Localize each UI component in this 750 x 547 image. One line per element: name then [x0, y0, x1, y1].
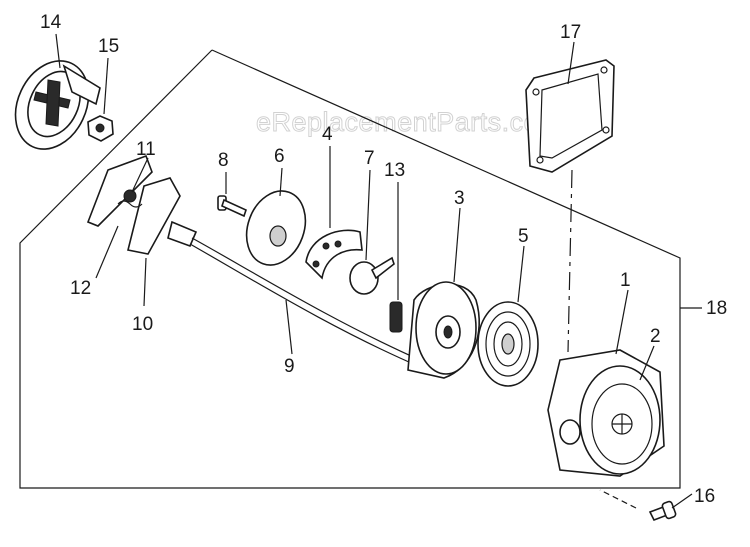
assembly-boundary: [19, 49, 681, 489]
screw-part: [217, 195, 247, 218]
callout-10: 10: [132, 314, 153, 335]
callout-13: 13: [384, 160, 405, 181]
callout-6: 6: [274, 146, 285, 167]
reel-spring-part: [389, 301, 403, 333]
recoil-spring-part: [477, 301, 539, 387]
callout-12: 12: [70, 278, 91, 299]
callout-8: 8: [218, 150, 229, 171]
starter-pulley-part: [14, 60, 101, 150]
callout-labels: 14 15 11 8 6 4 7 13 3 17 5 1 2 18 12 10 …: [40, 12, 727, 507]
washer-plate-part: [245, 190, 307, 266]
callout-4: 4: [322, 124, 333, 145]
pawl-assembly-part: [86, 154, 198, 255]
callout-17: 17: [560, 22, 581, 43]
callout-2: 2: [650, 326, 661, 347]
nut-part: [87, 115, 114, 142]
leader-lines: [55, 33, 702, 509]
callout-11: 11: [136, 139, 156, 160]
callout-1: 1: [620, 270, 631, 291]
reel-part: [407, 281, 480, 379]
callout-15: 15: [98, 36, 119, 57]
callout-9: 9: [284, 356, 295, 377]
callout-7: 7: [364, 148, 375, 169]
callout-3: 3: [454, 188, 465, 209]
recoil-housing-part: [547, 349, 665, 477]
housing-screw-part: [599, 489, 677, 522]
callout-5: 5: [518, 226, 529, 247]
rope-part: [191, 237, 421, 361]
callout-16: 16: [694, 486, 715, 507]
callout-18: 18: [706, 298, 727, 319]
ratchet-part: [305, 229, 363, 280]
friction-spring-part: [349, 256, 395, 295]
watermark-text: eReplacementParts.com: [256, 107, 562, 137]
gasket-part: [525, 59, 615, 173]
callout-14: 14: [40, 12, 62, 33]
